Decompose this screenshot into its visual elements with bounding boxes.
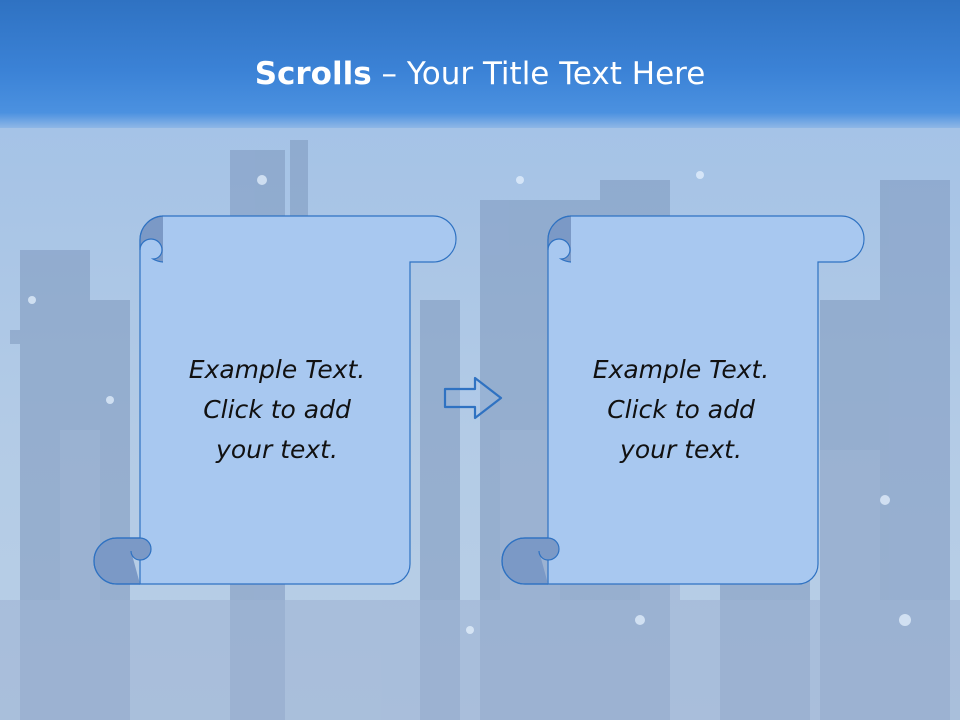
scroll-text-line: Example Text. xyxy=(188,355,366,384)
scroll-text-line: your text. xyxy=(620,435,742,464)
title-text: Your Title Text Here xyxy=(406,56,706,92)
scroll-text-2[interactable]: Example Text. Click to add your text. xyxy=(551,350,811,470)
title-dash: – xyxy=(371,56,407,92)
scroll-text-line: Click to add xyxy=(203,395,351,424)
slide-title[interactable]: Scrolls – Your Title Text Here xyxy=(0,52,960,96)
title-bold-word: Scrolls xyxy=(254,56,372,92)
scroll-shape-2[interactable] xyxy=(501,215,865,585)
scroll-text-line: your text. xyxy=(216,435,338,464)
scroll-text-line: Example Text. xyxy=(592,355,770,384)
scroll-text-line: Click to add xyxy=(607,395,755,424)
title-bar xyxy=(0,0,960,128)
scroll-text-1[interactable]: Example Text. Click to add your text. xyxy=(147,350,407,470)
right-arrow-icon[interactable] xyxy=(443,375,503,421)
scroll-shape-1[interactable] xyxy=(93,215,457,585)
